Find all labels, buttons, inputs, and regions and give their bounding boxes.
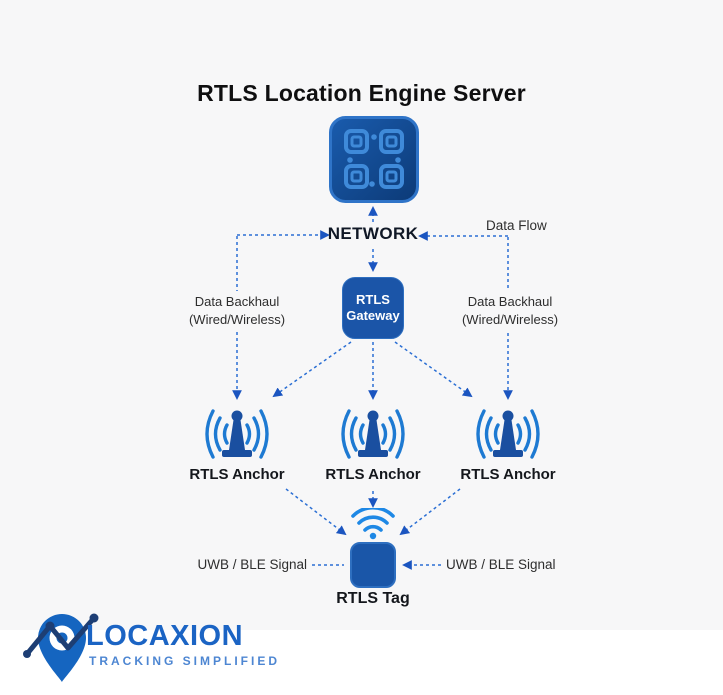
data-backhaul-left-label: Data Backhaul (Wired/Wireless) — [167, 291, 307, 331]
antenna-signal-icon — [470, 404, 546, 471]
anchor-label: RTLS Anchor — [325, 466, 421, 483]
anchor-label: RTLS Anchor — [460, 466, 556, 483]
data-flow-label: Data Flow — [486, 218, 547, 233]
brand-tagline: TRACKING SIMPLIFIED — [89, 654, 280, 668]
server-qr-chip-icon — [329, 116, 419, 208]
footer-band — [0, 630, 723, 695]
anchor-label: RTLS Anchor — [189, 466, 285, 483]
uwb-ble-left-label: UWB / BLE Signal — [197, 557, 307, 572]
antenna-signal-icon — [199, 404, 275, 471]
brand-name: LOCAXION — [86, 620, 244, 652]
gateway-label-line1: RTLS — [356, 292, 390, 307]
location-pin-chart-icon — [23, 613, 99, 682]
uwb-ble-right-label: UWB / BLE Signal — [446, 557, 556, 572]
rtls-gateway-node: RTLS Gateway — [342, 277, 404, 339]
diagram-title: RTLS Location Engine Server — [197, 80, 526, 106]
wifi-signal-icon — [347, 505, 399, 545]
antenna-signal-icon — [335, 404, 411, 471]
tag-label: RTLS Tag — [336, 590, 410, 607]
rtls-tag-node — [350, 542, 396, 588]
locaxion-logo: LOCAXION TRACKING SIMPLIFIED — [22, 604, 322, 688]
network-label: NETWORK — [327, 224, 419, 243]
data-backhaul-right-label: Data Backhaul (Wired/Wireless) — [440, 291, 580, 331]
gateway-label-line2: Gateway — [346, 308, 400, 323]
